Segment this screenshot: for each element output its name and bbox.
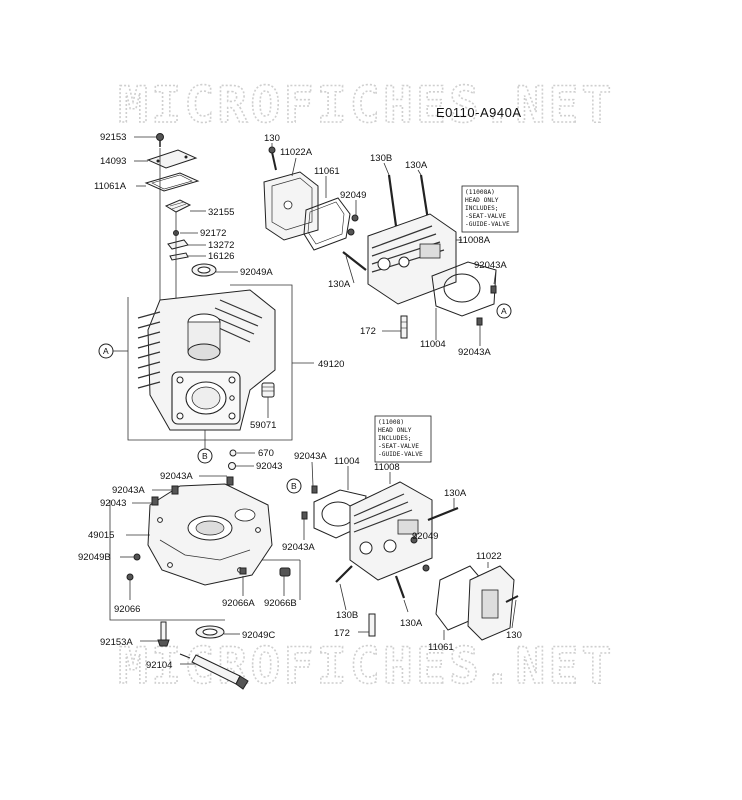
label-92066B: 92066B <box>264 598 297 609</box>
label-130A-mid: 130A <box>328 279 351 290</box>
crankcase-bracket <box>109 500 225 621</box>
label-670: 670 <box>258 448 274 459</box>
label-92049B: 92049B <box>78 552 111 563</box>
label-92043A-r2: 92043A <box>458 347 491 358</box>
block-bracket <box>127 284 293 441</box>
note-box-upper <box>461 185 519 233</box>
label-172-low: 172 <box>334 628 350 639</box>
label-130A-low2: 130A <box>400 618 423 629</box>
label-92043A-r1: 92043A <box>474 260 507 271</box>
label-92153: 92153 <box>100 132 126 143</box>
label-32155: 32155 <box>208 207 234 218</box>
ref-marker-A-right <box>496 303 512 319</box>
label-92043-mid: 92043 <box>256 461 282 472</box>
label-130A-low: 130A <box>444 488 467 499</box>
note-lower-line-5: -GUIDE-VALVE <box>378 451 423 458</box>
ref-marker-A-right-text: A <box>501 306 507 316</box>
label-92049-top: 92049 <box>340 190 366 201</box>
note-lower-line-2: HEAD ONLY <box>378 427 412 434</box>
label-92043A-low1: 92043A <box>294 451 327 462</box>
cover-stack <box>144 133 217 330</box>
watermark-top: MICROFICHES.NET <box>118 76 615 134</box>
lower-head-assembly <box>301 481 519 641</box>
label-11004-low: 11004 <box>334 456 360 467</box>
label-92043A-low2: 92043A <box>282 542 315 553</box>
label-11008: 11008 <box>374 462 400 473</box>
label-16126: 16126 <box>208 251 234 262</box>
label-92049C: 92049C <box>242 630 275 641</box>
label-130B-top: 130B <box>370 153 392 164</box>
label-92066: 92066 <box>114 604 140 615</box>
label-92049A: 92049A <box>240 267 273 278</box>
label-11061-low: 11061 <box>428 642 454 653</box>
label-92049-low: 92049 <box>412 531 438 542</box>
label-14093: 14093 <box>100 156 126 167</box>
ref-marker-B-left-text: B <box>202 451 208 461</box>
diagram-code: E0110-A940A <box>436 105 522 120</box>
ref-marker-B-right-text: B <box>291 481 297 491</box>
note-lower-line-3: INCLUDES; <box>378 435 412 442</box>
note-lower-line-1: (11008) <box>378 419 404 426</box>
leader-lines <box>120 136 517 665</box>
watermark-bottom: MICROFICHES.NET <box>118 637 615 695</box>
label-11061A: 11061A <box>94 181 127 192</box>
note-upper-line-1: (11008A) <box>465 189 495 196</box>
upper-head-assembly <box>263 146 497 339</box>
label-11004-top: 11004 <box>420 339 446 350</box>
label-49120: 49120 <box>318 359 344 370</box>
label-130-low: 130 <box>506 630 522 641</box>
label-92043A-mid: 92043A <box>160 471 193 482</box>
label-59071: 59071 <box>250 420 276 431</box>
label-92172: 92172 <box>200 228 226 239</box>
label-172-top: 172 <box>360 326 376 337</box>
label-49015: 49015 <box>88 530 114 541</box>
label-11061-top: 11061 <box>314 166 340 177</box>
cylinder-block <box>137 289 276 431</box>
label-13272: 13272 <box>208 240 234 251</box>
crankcase-cover <box>126 449 291 690</box>
label-130A-top: 130A <box>405 160 428 171</box>
label-130B-low: 130B <box>336 610 358 621</box>
note-upper-line-3: INCLUDES; <box>465 205 499 212</box>
note-lower-line-4: -SEAT-VALVE <box>378 443 419 450</box>
label-11022: 11022 <box>476 551 502 562</box>
note-upper-line-4: -SEAT-VALVE <box>465 213 506 220</box>
label-92043-left: 92043 <box>100 498 126 509</box>
ref-marker-A-left-text: A <box>103 346 109 356</box>
label-92104: 92104 <box>146 660 172 671</box>
label-11008A: 11008A <box>458 235 491 246</box>
note-upper-line-2: HEAD ONLY <box>465 197 499 204</box>
label-92066A: 92066A <box>222 598 255 609</box>
label-11022A: 11022A <box>280 147 313 158</box>
label-92153A: 92153A <box>100 637 133 648</box>
note-upper-line-5: -GUIDE-VALVE <box>465 221 510 228</box>
label-130-top: 130 <box>264 133 280 144</box>
label-92043A-left: 92043A <box>112 485 145 496</box>
ref-marker-B-right <box>286 478 302 494</box>
note-box-lower <box>374 415 432 463</box>
